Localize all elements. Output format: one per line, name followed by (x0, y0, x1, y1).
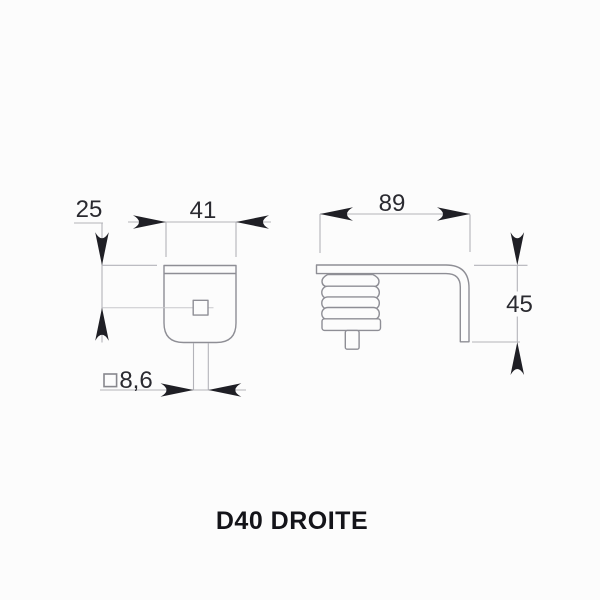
drawing-caption: D40 DROITE (216, 507, 368, 535)
dim-45-label: 45 (506, 291, 533, 318)
dim-86-label: 8,6 (119, 367, 152, 394)
dim-25-label: 25 (76, 196, 103, 223)
buffer-rib-stack (321, 273, 382, 350)
dimension-side-length: 89 (319, 190, 471, 253)
dim-89-label: 89 (379, 190, 406, 217)
square-symbol-icon (103, 373, 118, 388)
buffer-rib (321, 306, 380, 321)
side-plate-outline (315, 264, 470, 343)
dim-25-line (74, 222, 157, 343)
dimension-hole-size: 8,6 (100, 367, 246, 397)
dim-45-line (472, 264, 528, 343)
buffer-rib (321, 273, 380, 288)
dimension-top-to-hole: 25 (74, 196, 157, 343)
front-square-hole (192, 299, 209, 316)
buffer-stem (344, 329, 360, 350)
dim-89-line (319, 213, 471, 253)
arrowhead-icon (510, 232, 525, 266)
front-view (102, 264, 237, 390)
dim-41-label: 41 (190, 197, 217, 224)
buffer-base-block (321, 318, 382, 332)
arrowhead-icon (510, 342, 525, 375)
dimension-side-height: 45 (472, 232, 533, 375)
dimension-front-width: 41 (128, 197, 271, 257)
hole-projection-lines (192, 343, 209, 390)
dim-41-line (128, 221, 271, 257)
side-view (315, 264, 470, 350)
